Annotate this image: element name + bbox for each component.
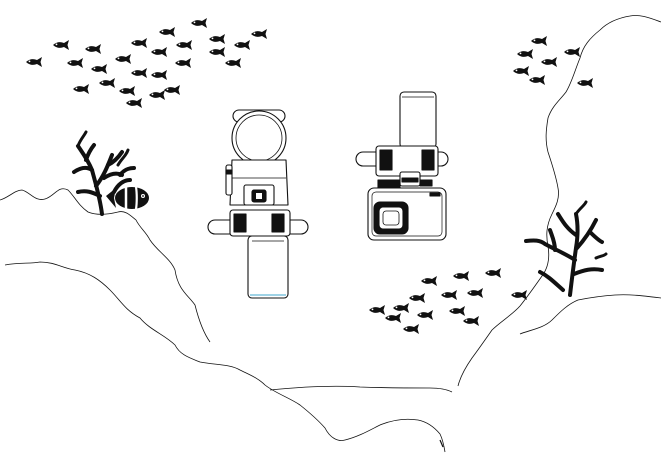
fish-icon xyxy=(209,34,225,44)
fish-icon xyxy=(99,78,115,88)
fish-icon xyxy=(511,290,527,300)
fish-icon xyxy=(131,68,147,78)
fish-school-top-right xyxy=(513,36,593,88)
fish-icon xyxy=(85,44,101,54)
action-camera-mount-icon xyxy=(355,91,449,241)
fish-icon xyxy=(67,58,83,68)
fish-icon xyxy=(53,40,69,50)
fish-icon xyxy=(393,303,409,313)
fish-icon xyxy=(151,70,167,80)
lens-dome xyxy=(231,110,287,166)
right-rock-wall xyxy=(457,15,661,387)
fish-icon xyxy=(73,84,89,94)
clownfish-icon xyxy=(106,186,149,210)
right-lower-rock-ledge xyxy=(519,294,661,335)
thumb-screw xyxy=(377,179,401,189)
fish-icon xyxy=(449,306,465,316)
fish-icon xyxy=(369,305,385,315)
valley-floor-line xyxy=(269,385,453,393)
left-lower-rock-ridge xyxy=(4,261,446,453)
coral-icon xyxy=(524,200,608,297)
fish-icon xyxy=(421,276,437,286)
fish-icon xyxy=(176,40,192,50)
fish-icon xyxy=(159,27,175,37)
fish-icon xyxy=(453,271,469,281)
fish-icon xyxy=(91,64,107,74)
fish-school-bottom-right xyxy=(369,268,527,334)
fish-icon xyxy=(26,57,42,67)
fish-icon xyxy=(164,85,180,95)
fish-icon xyxy=(119,86,135,96)
fish-icon xyxy=(529,75,545,85)
left-upper-rock-ridge xyxy=(0,188,211,343)
coral-icon xyxy=(72,130,136,216)
fish-icon xyxy=(417,310,433,320)
fish-icon xyxy=(403,324,419,334)
fish-icon xyxy=(175,58,191,68)
fish-icon xyxy=(234,40,250,50)
fish-icon xyxy=(463,316,479,326)
fish-icon xyxy=(251,29,267,39)
fish-icon xyxy=(225,58,241,68)
fish-icon xyxy=(441,290,457,300)
fish-icon xyxy=(513,66,529,76)
underwater-camera-housing-icon xyxy=(207,109,309,299)
fish-icon xyxy=(149,90,165,100)
fish-icon xyxy=(517,49,533,59)
fish-icon xyxy=(191,18,207,28)
fish-icon xyxy=(577,78,593,88)
seafloor-outline xyxy=(0,15,661,453)
fish-icon xyxy=(485,268,501,278)
fish-icon xyxy=(564,47,580,57)
grip-handle xyxy=(399,91,437,149)
fish-icon xyxy=(131,38,147,48)
fish-icon xyxy=(209,47,225,57)
fish-icon xyxy=(115,54,131,64)
fish-school-top-left xyxy=(26,18,267,108)
grip-handle xyxy=(247,235,289,299)
fish-icon xyxy=(385,313,401,323)
fish-icon xyxy=(151,47,167,57)
fish-icon xyxy=(531,36,547,46)
fish-icon xyxy=(541,57,557,67)
fish-icon xyxy=(467,288,483,298)
fish-icon xyxy=(126,98,142,108)
fish-icon xyxy=(409,293,425,303)
